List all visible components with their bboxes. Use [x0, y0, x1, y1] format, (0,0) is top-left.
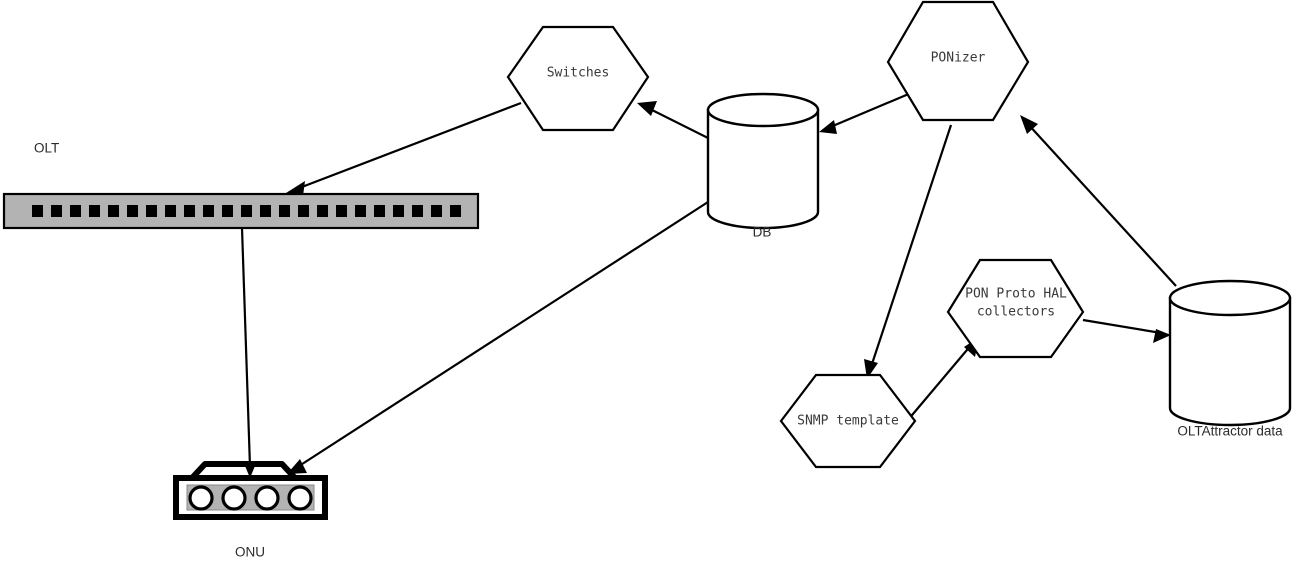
node-onu[interactable]: ONU [173, 461, 328, 560]
node-db[interactable]: DB [706, 92, 820, 240]
node-olt[interactable]: OLT [2, 141, 480, 230]
snmp-template-label: SNMP template [797, 414, 899, 429]
ponizer-label: PONizer [931, 51, 986, 66]
edge-db-to-onu [287, 201, 709, 474]
node-ponizer[interactable]: PONizer [886, 0, 1030, 122]
node-oltattractor-data[interactable]: OLTAttractor data [1168, 279, 1292, 439]
edge-pon-proto-hal-to-oltattractor [1082, 318, 1171, 343]
edge-olt-to-onu [240, 227, 257, 478]
edge-db-to-switches [637, 101, 713, 141]
olt-label: OLT [34, 141, 59, 156]
onu-ports [188, 485, 313, 511]
edge-ponizer-to-db [819, 91, 912, 134]
onu-label: ONU [235, 545, 265, 560]
pon-proto-hal-label-line1: PON Proto HAL [965, 287, 1067, 302]
pon-proto-hal-label-line2: collectors [977, 305, 1055, 320]
edge-switches-to-olt [286, 101, 522, 196]
edge-snmp-template-to-pon-proto-hal [901, 337, 979, 428]
switches-label: Switches [547, 66, 610, 81]
node-switches[interactable]: Switches [506, 25, 650, 132]
node-pon-proto-hal-collectors[interactable]: PON Proto HAL collectors [946, 258, 1085, 359]
olt-ports [32, 205, 461, 217]
node-snmp-template[interactable]: SNMP template [779, 373, 917, 469]
edge-oltattractor-to-ponizer [1020, 115, 1177, 287]
oltattractor-label: OLTAttractor data [1177, 424, 1283, 439]
edge-ponizer-to-snmp-template [864, 124, 953, 379]
db-label: DB [753, 225, 772, 240]
